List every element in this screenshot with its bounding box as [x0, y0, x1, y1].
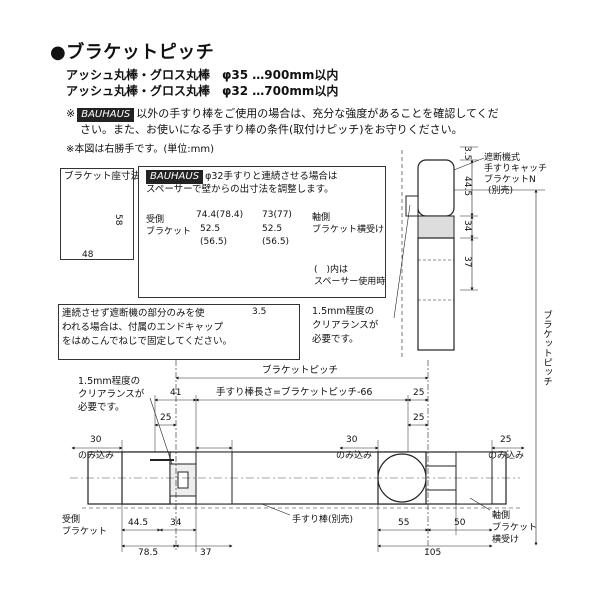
endcap-line1: 連続させず遮断機の部分のみを使: [62, 308, 205, 319]
detail-clearance3: 必要です。: [312, 334, 359, 345]
bottom-clearance2: クリアランスが: [78, 389, 145, 400]
dim-30-mid: 30: [346, 435, 358, 445]
spacer-right-dim-top: 73(77): [262, 210, 292, 220]
bottom-left-label1: 受側: [62, 515, 81, 525]
dim-25-left: 25: [160, 413, 172, 423]
spacer-right-dim-bot: (56.5): [262, 237, 290, 247]
catch-label3: ブラケットN: [484, 175, 536, 185]
page-title: ●ブラケットピッチ: [50, 42, 215, 63]
spacer-right-dim-mid: 52.5: [262, 224, 283, 234]
bottom-clearance3: 必要です。: [78, 402, 125, 413]
dim-37: 37: [200, 548, 212, 558]
insert-label-left: のみ込み: [78, 451, 115, 461]
dim-105: 105: [424, 548, 442, 558]
note-right-hand: ※本図は右勝手です。(単位:mm): [66, 144, 215, 155]
bottom-right-label1: 軸側: [492, 511, 511, 521]
vertical-rail-detail: [393, 146, 545, 546]
detail-dim-3-5: 3.5: [462, 146, 472, 161]
bottom-clearance1: 1.5mm程度の: [78, 376, 141, 387]
dim-25-far-right: 25: [500, 435, 512, 445]
bottom-right-label2: ブラケット: [492, 523, 538, 533]
seat-box-title: ブラケット座寸法: [64, 171, 141, 182]
horizontal-rail-drawing: [70, 360, 525, 552]
endcap-dim: 3.5: [252, 307, 267, 317]
detail-dim-37: 37: [462, 256, 472, 268]
rail-length-label: 手すり棒長さ=ブラケットピッチ-66: [216, 387, 373, 398]
catch-label1: 遮断機式: [484, 153, 521, 163]
note-strength-text: 以外の手すり棒をご使用の場合は、充分な強度があることを確認してくだ: [136, 107, 499, 120]
catch-label2: 手すりキャッチ: [484, 164, 548, 174]
detail-clearance1: 1.5mm程度の: [312, 306, 375, 317]
spacer-right-label1: 軸側: [312, 213, 331, 223]
rail-part-label: 手すり棒(別売): [292, 515, 354, 525]
spacer-left-label1: 受側: [146, 215, 165, 225]
spec-line-32: アッシュ丸棒・グロス丸棒 φ32 …700mm以内: [66, 84, 339, 98]
detail-clearance2: クリアランスが: [312, 320, 379, 331]
spacer-left-dim-top: 74.4(78.4): [196, 210, 244, 220]
spacer-right-label2: ブラケット横受け: [312, 225, 385, 235]
dim-34: 34: [170, 518, 182, 528]
dim-55: 55: [398, 518, 410, 528]
spacer-line2: スペーサーで壁からの出寸法を調整します。: [146, 184, 334, 195]
note-mark: ※: [66, 107, 76, 120]
spec-line-35: アッシュ丸棒・グロス丸棒 φ35 …900mm以内: [66, 68, 339, 82]
endcap-line3: をはめこんでねじで固定してください。: [62, 336, 232, 347]
brand-badge: BAUHAUS: [77, 108, 135, 122]
bottom-pitch-label: ブラケットピッチ: [262, 365, 339, 376]
detail-dim-44-5: 44.5: [462, 176, 472, 197]
insert-label-right: のみ込み: [488, 451, 525, 461]
endcap-line2: われる場合は、付属のエンドキャップ: [62, 322, 224, 333]
spacer-left-dim-mid: 52.5: [200, 224, 221, 234]
bottom-right-label3: 横受け: [492, 535, 520, 545]
endcap-box: [58, 304, 300, 360]
dim-30-left: 30: [90, 435, 102, 445]
pitch-vertical-label: ブラケットピッチ: [541, 310, 552, 386]
spacer-box: [138, 166, 386, 298]
bottom-left-label2: ブラケット: [62, 527, 108, 537]
spacer-paren-note1: ( )内は: [314, 265, 349, 275]
bracket-seat-box: [60, 168, 134, 260]
insert-label-mid: のみ込み: [336, 451, 373, 461]
note-strength-line2: さい。また、お使いになる手すり棒の条件(取付けピッチ)をお守りください。: [80, 123, 463, 136]
dim-25-top: 25: [413, 388, 425, 398]
spacer-brand-badge: BAUHAUS: [146, 170, 204, 184]
seat-dim-height: 58: [113, 214, 123, 226]
dim-50: 50: [454, 518, 466, 528]
dim-78-5: 78.5: [138, 548, 159, 558]
spacer-paren-note2: スペーサー使用時: [314, 277, 386, 287]
dim-44-5: 44.5: [128, 518, 149, 528]
seat-dim-width: 48: [82, 250, 94, 260]
detail-dim-34: 34: [462, 220, 472, 232]
spacer-left-dim-bot: (56.5): [200, 237, 228, 247]
catch-label4: (別売): [488, 186, 514, 196]
spacer-line1-text: φ32手すりと連続させる場合は: [205, 171, 338, 182]
spacer-left-label2: ブラケット: [146, 227, 192, 237]
dim-41: 41: [170, 388, 182, 398]
dim-25-right: 25: [413, 413, 425, 423]
